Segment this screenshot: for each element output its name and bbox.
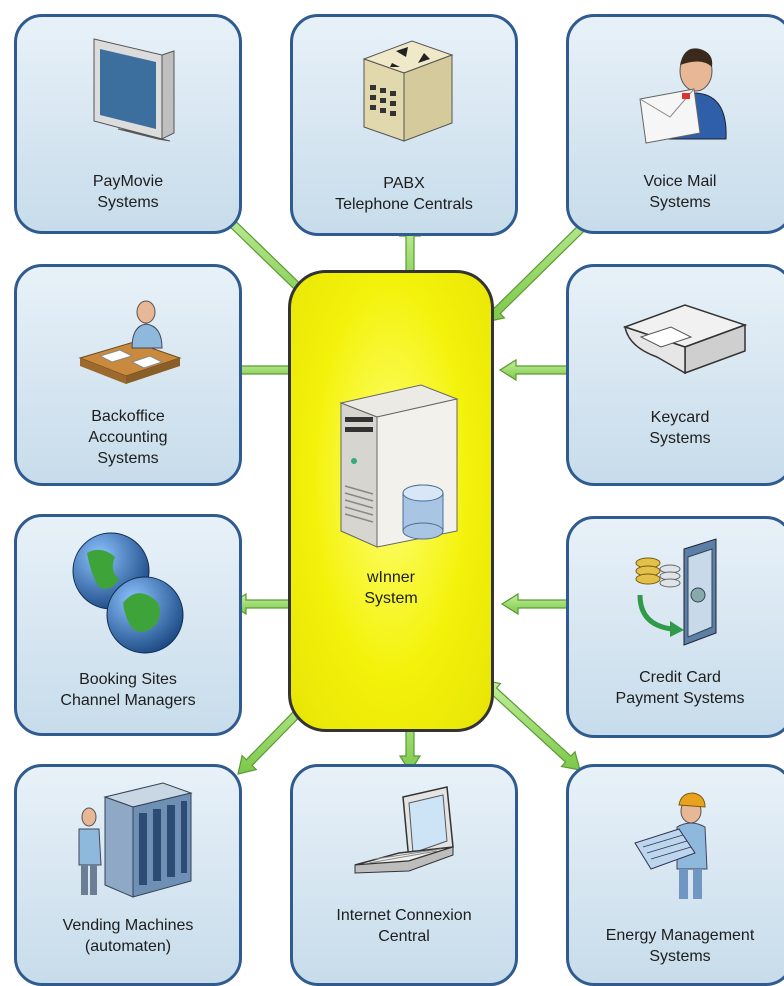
node-label-line: Backoffice: [91, 408, 165, 425]
center-label: wInner System: [291, 567, 491, 609]
person-envelope-icon: [569, 29, 784, 149]
voice-mail-systems-node: Voice Mail Systems: [566, 14, 784, 234]
keycard-systems-node: Keycard Systems: [566, 264, 784, 486]
credit-card-payment-systems-node: Credit Card Payment Systems: [566, 516, 784, 738]
pabx-telephone-centrals-node: PABX Telephone Centrals: [290, 14, 518, 236]
node-label-line: Accounting: [88, 429, 168, 446]
vending-machine-icon: [17, 781, 239, 901]
node-label-line: Channel Managers: [60, 692, 196, 709]
engineer-blueprint-icon: [569, 785, 784, 905]
node-label-line: PABX: [383, 175, 425, 192]
winner-system-node: wInner System: [288, 270, 494, 732]
node-label-line: Voice Mail: [643, 173, 717, 190]
backoffice-accounting-systems-node: Backoffice Accounting Systems: [14, 264, 242, 486]
vending-machines-node: Vending Machines (automaten): [14, 764, 242, 986]
internet-connexion-central-node: Internet Connexion Central: [290, 764, 518, 986]
node-label-line: Systems: [649, 948, 711, 965]
card-reader-icon: [569, 287, 784, 387]
telephone-switch-icon: [293, 29, 515, 149]
booking-sites-channel-managers-node: Booking Sites Channel Managers: [14, 514, 242, 736]
node-label-line: Internet Connexion: [336, 907, 472, 924]
node-label-line: Credit Card: [639, 669, 721, 686]
node-label-line: Systems: [649, 430, 711, 447]
energy-management-systems-node: Energy Management Systems: [566, 764, 784, 986]
center-label-line: wInner: [366, 569, 416, 586]
globe-icon: [17, 527, 239, 657]
monitor-icon: [17, 29, 239, 149]
accountant-desk-icon: [17, 285, 239, 405]
laptop-icon: [293, 785, 515, 905]
node-label-line: Systems: [97, 194, 159, 211]
safe-coins-icon: [569, 533, 784, 653]
node-label-line: PayMovie: [92, 173, 164, 190]
node-label-line: (automaten): [84, 938, 172, 955]
node-label-line: Systems: [649, 194, 711, 211]
node-label-line: Vending Machines: [62, 917, 194, 934]
node-label-line: Central: [378, 928, 430, 945]
paymovie-systems-node: PayMovie Systems: [14, 14, 242, 234]
node-label-line: Telephone Centrals: [335, 196, 473, 213]
node-label-line: Systems: [97, 450, 159, 467]
node-label-line: Payment Systems: [615, 690, 745, 707]
node-label-line: Keycard: [650, 409, 710, 426]
center-label-line: System: [364, 590, 418, 607]
node-label-line: Energy Management: [605, 927, 755, 944]
server-database-icon: [329, 381, 461, 551]
node-label-line: Booking Sites: [79, 671, 177, 688]
